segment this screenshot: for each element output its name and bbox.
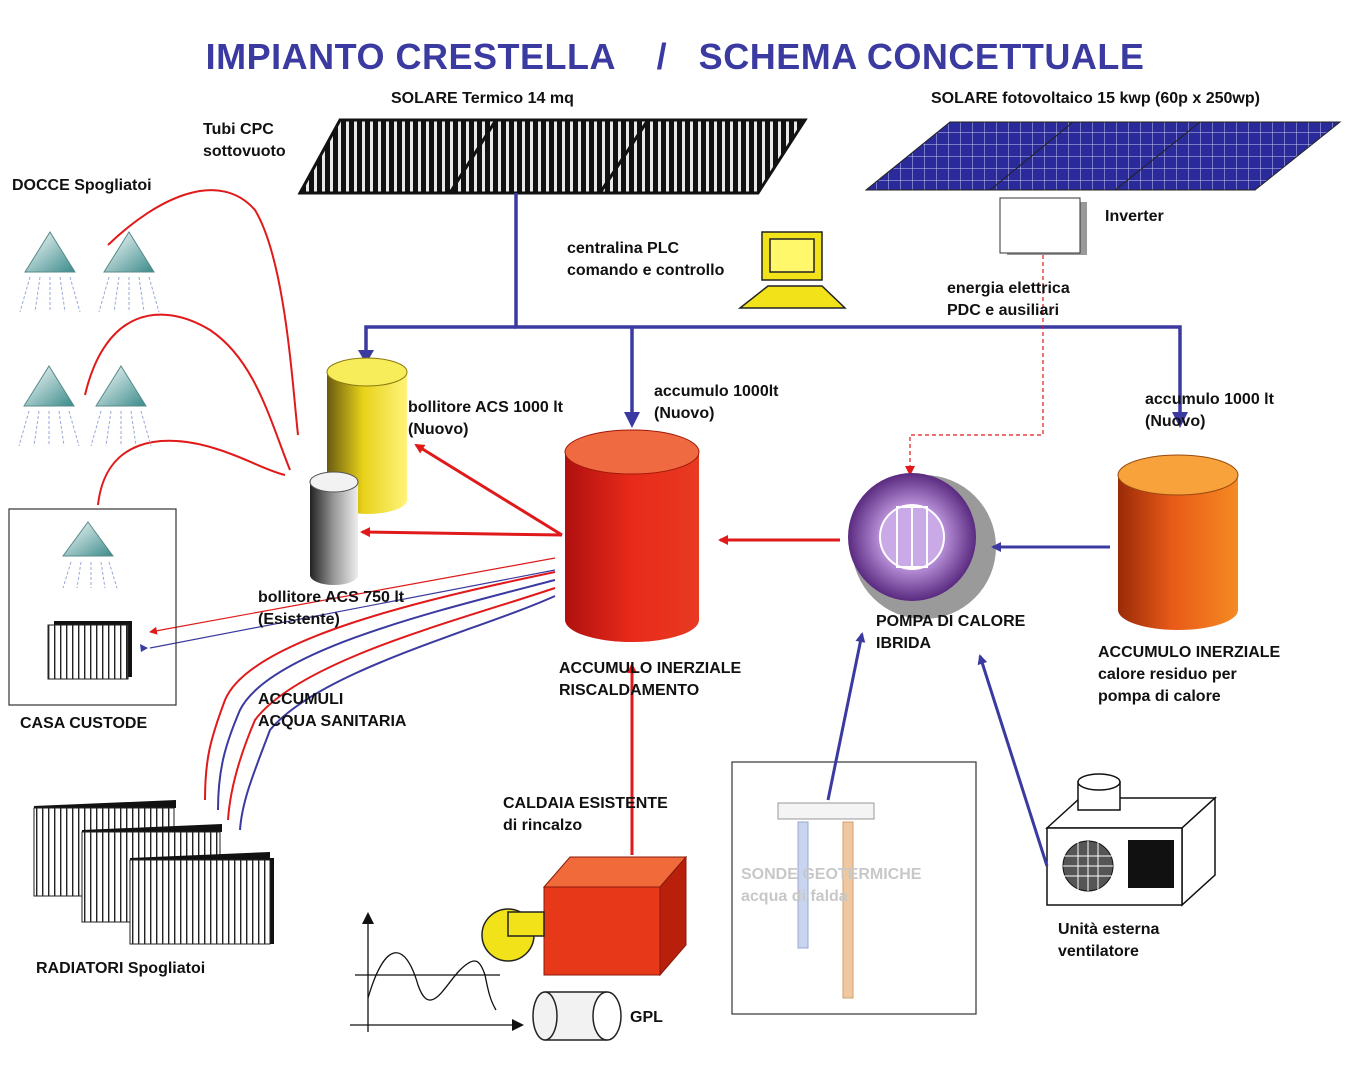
label-caldaia-1: CALDAIA ESISTENTE bbox=[503, 795, 668, 812]
label-casa-custode: CASA CUSTODE bbox=[20, 715, 148, 732]
label-caldaia-2: di rincalzo bbox=[503, 817, 583, 834]
label-gpl: GPL bbox=[630, 1009, 663, 1026]
pv-panels bbox=[864, 121, 1342, 191]
electric-dashed-line bbox=[909, 255, 1044, 470]
solar-distribution-pipes bbox=[364, 193, 1182, 420]
gpl-tank bbox=[532, 991, 622, 1041]
external-unit bbox=[1045, 773, 1217, 907]
arrow-sonde-to-pump bbox=[826, 632, 866, 801]
shower-heads bbox=[18, 231, 160, 447]
heat-pump bbox=[848, 473, 996, 619]
label-plc-2: comando e controllo bbox=[567, 262, 725, 279]
arrow-casa-cold bbox=[140, 644, 148, 652]
hot-flow-arrows bbox=[360, 443, 840, 855]
caldaia-boiler bbox=[542, 855, 688, 977]
casa-custode-box bbox=[8, 508, 177, 706]
label-accumulo1000b-1: accumulo 1000 lt bbox=[1145, 391, 1274, 408]
arrow-unit-to-pump bbox=[977, 654, 1049, 867]
label-solar-pv: SOLARE fotovoltaico 15 kwp (60p x 250wp) bbox=[931, 90, 1260, 107]
label-bollitore1000-2: (Nuovo) bbox=[408, 421, 469, 438]
arrow-to-boiler bbox=[358, 350, 374, 364]
page-title: IMPIANTO CRESTELLA / SCHEMA CONCETTUALE bbox=[205, 36, 1145, 77]
label-sonde-1: SONDE GEOTERMICHE bbox=[741, 866, 922, 883]
label-unita-2: ventilatore bbox=[1058, 943, 1139, 960]
label-energia-2: PDC e ausiliari bbox=[947, 302, 1060, 319]
label-accumuli-1: ACCUMULI bbox=[258, 691, 344, 708]
label-accumulo-risc-2: RISCALDAMENTO bbox=[559, 682, 700, 699]
radiatori-group bbox=[33, 800, 274, 945]
label-accumulo-res-1: ACCUMULO INERZIALE bbox=[1098, 644, 1281, 661]
label-inverter: Inverter bbox=[1105, 208, 1164, 225]
plc-computer bbox=[737, 231, 847, 309]
arrow-electric bbox=[905, 466, 915, 476]
label-unita-1: Unità esterna bbox=[1058, 921, 1160, 938]
casa-custode-lines bbox=[149, 557, 556, 831]
label-bollitore1000-1: bollitore ACS 1000 lt bbox=[408, 399, 563, 416]
label-sonde-2: acqua di falda bbox=[741, 888, 848, 905]
label-docce: DOCCE Spogliatoi bbox=[12, 177, 152, 194]
label-accumulo-res-2: calore residuo per bbox=[1098, 666, 1237, 683]
label-pompa-1: POMPA DI CALORE bbox=[876, 613, 1026, 630]
label-accumulo-res-3: pompa di calore bbox=[1098, 688, 1221, 705]
label-plc-1: centralina PLC bbox=[567, 240, 680, 257]
solar-thermal-collectors bbox=[297, 118, 808, 195]
shower-supply-curves bbox=[84, 189, 299, 506]
label-accumuli-2: ACQUA SANITARIA bbox=[258, 713, 407, 730]
boiler-acs-1000 bbox=[326, 357, 408, 514]
label-radiatori: RADIATORI Spogliatoi bbox=[36, 960, 206, 977]
label-accumulo1000b-2: (Nuovo) bbox=[1145, 413, 1206, 430]
geothermal-box bbox=[731, 761, 977, 1015]
caldaia-burner bbox=[481, 908, 545, 962]
label-bollitore750-2: (Esistente) bbox=[258, 611, 340, 628]
arrow-to-accumulo bbox=[624, 412, 640, 428]
arrow-to-accumulo-residuo bbox=[1172, 412, 1188, 428]
temperature-graph bbox=[350, 912, 524, 1032]
label-bollitore750-1: bollitore ACS 750 lt bbox=[258, 589, 405, 606]
tank-accumulo-riscaldamento bbox=[564, 429, 700, 642]
label-tubi-cpc-1: Tubi CPC bbox=[203, 121, 274, 138]
inverter-box bbox=[999, 197, 1087, 255]
label-pompa-2: IBRIDA bbox=[876, 635, 932, 652]
label-energia-1: energia elettrica bbox=[947, 280, 1070, 297]
label-tubi-cpc-2: sottovuoto bbox=[203, 143, 286, 160]
tank-accumulo-residuo bbox=[1117, 454, 1239, 630]
label-accumulo1000-2: (Nuovo) bbox=[654, 405, 715, 422]
label-accumulo1000-1: accumulo 1000lt bbox=[654, 383, 779, 400]
label-accumulo-risc-1: ACCUMULO INERZIALE bbox=[559, 660, 742, 677]
boiler-acs-750 bbox=[309, 471, 359, 585]
label-solar-thermal: SOLARE Termico 14 mq bbox=[391, 90, 574, 107]
